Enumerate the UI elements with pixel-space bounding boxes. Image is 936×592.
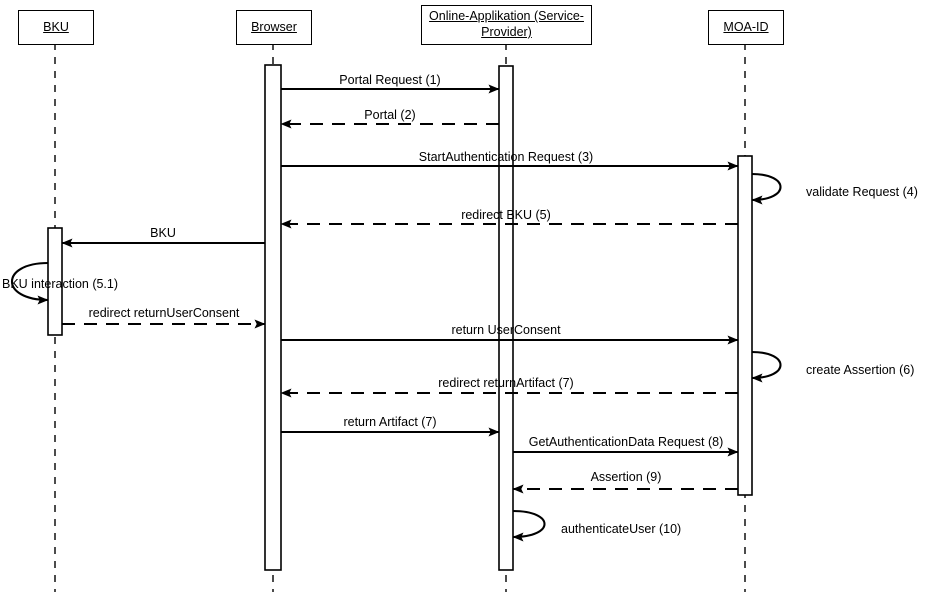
- self-message-label-s51: BKU interaction (5.1): [2, 277, 119, 291]
- message-label-m2: Portal (2): [364, 108, 416, 122]
- actor-label-moaid: MOA-ID: [723, 19, 769, 34]
- actor-box-browser[interactable]: Browser: [236, 10, 312, 45]
- message-label-m3: StartAuthentication Request (3): [418, 150, 594, 164]
- self-message-label-s6: create Assertion (6): [806, 363, 915, 377]
- message-label-m5: redirect BKU (5): [461, 208, 551, 222]
- actor-label-browser: Browser: [251, 19, 297, 34]
- self-message-arrow-s51: [10, 261, 49, 305]
- message-label-m7b: return Artifact (7): [343, 415, 437, 429]
- message-label-m7: redirect returnArtifact (7): [438, 376, 574, 390]
- self-message-arrow-s6: [751, 350, 782, 383]
- self-message-arrow-s10: [512, 509, 546, 542]
- actor-label-oa: Online-Applikation (Service-Provider): [429, 9, 584, 39]
- self-message-arrow-s4: [751, 172, 782, 205]
- message-label-m1: Portal Request (1): [339, 73, 441, 87]
- actor-box-bku[interactable]: BKU: [18, 10, 94, 45]
- self-message-label-s4: validate Request (4): [806, 185, 918, 199]
- message-label-m5c: redirect returnUserConsent: [88, 306, 240, 320]
- message-label-m9: Assertion (9): [590, 470, 662, 484]
- activation-bar-browser: [264, 64, 282, 571]
- activation-bar-moaid: [737, 155, 753, 496]
- activation-bar-bku: [47, 227, 63, 336]
- actor-box-moaid[interactable]: MOA-ID: [708, 10, 784, 45]
- self-message-label-s10: authenticateUser (10): [561, 522, 682, 536]
- self-message-arrows: [10, 172, 782, 542]
- message-label-m6: return UserConsent: [451, 323, 561, 337]
- message-arrows: [61, 84, 739, 494]
- actor-label-bku: BKU: [43, 19, 69, 34]
- actor-box-oa[interactable]: Online-Applikation (Service-Provider): [421, 5, 592, 45]
- activation-bar-oa: [498, 65, 514, 571]
- activation-bars: [47, 64, 753, 571]
- message-label-m8: GetAuthenticationData Request (8): [528, 435, 724, 449]
- message-label-m5b: BKU: [150, 226, 176, 240]
